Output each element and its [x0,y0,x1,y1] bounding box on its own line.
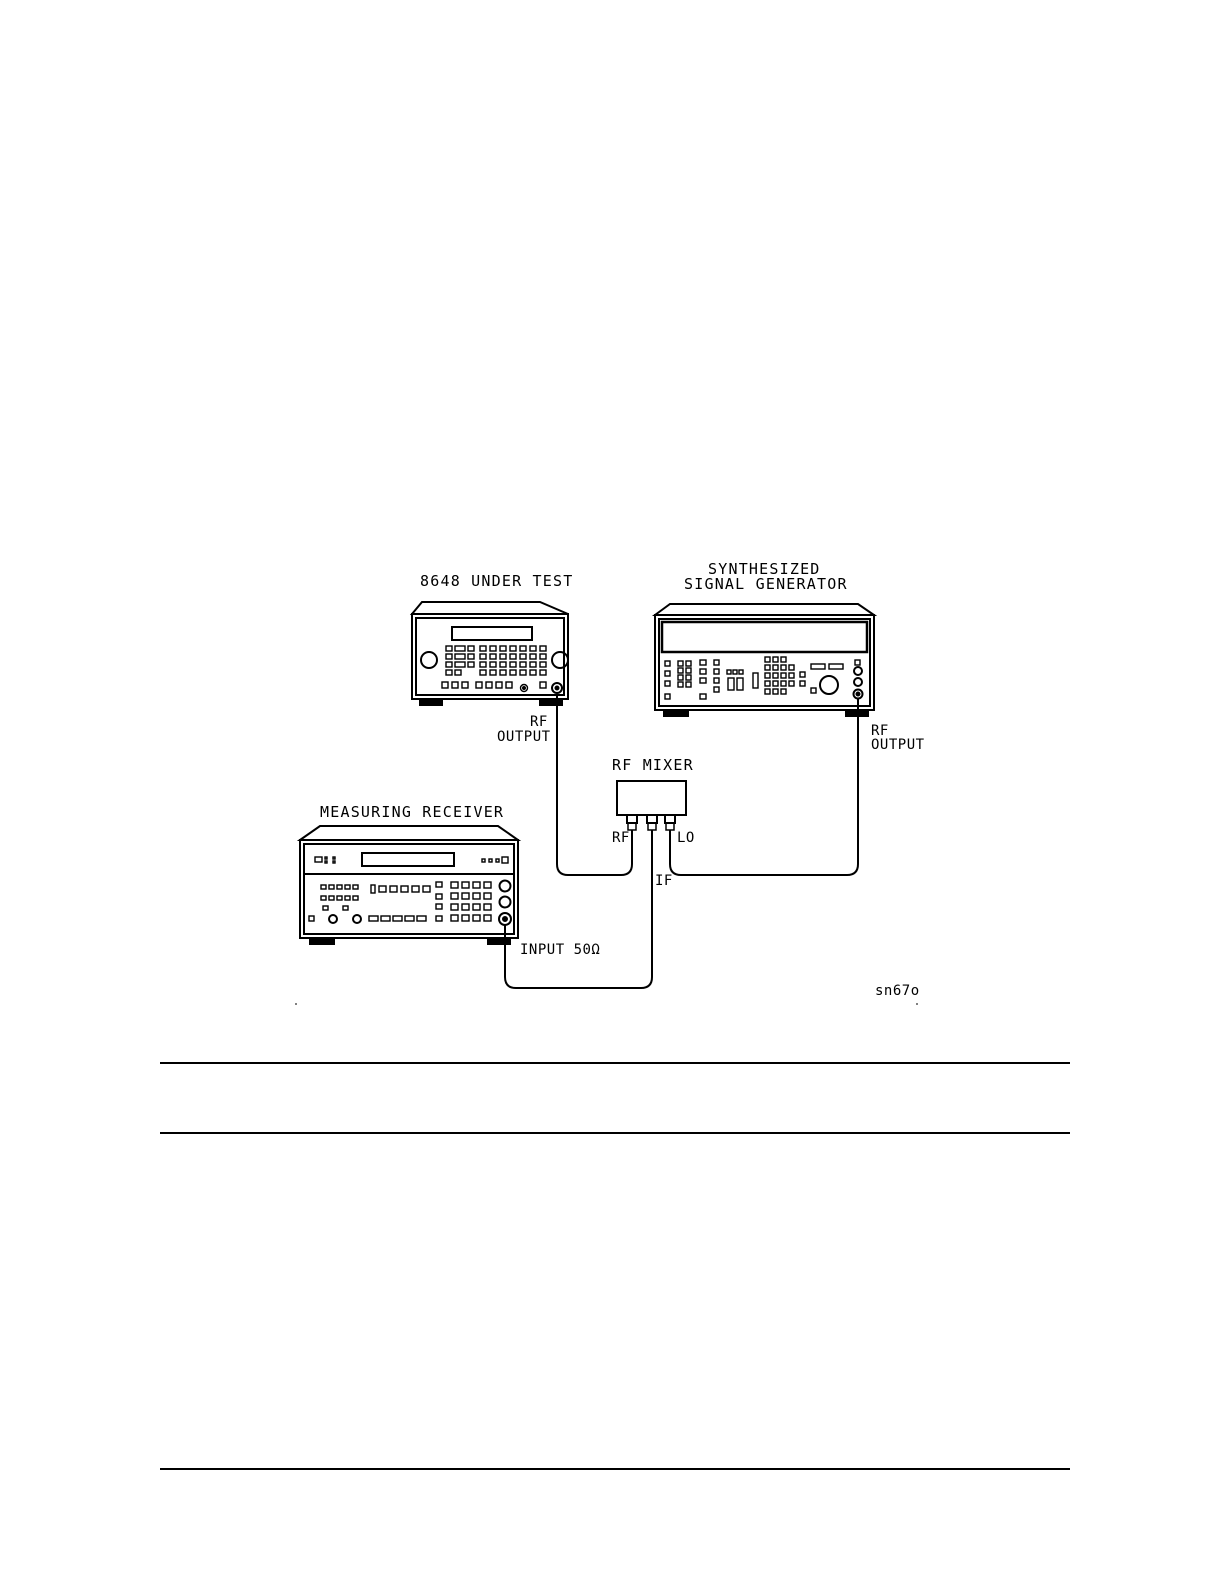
mixer-title: RF MIXER [612,756,694,774]
dut-instrument [412,602,568,705]
mixer-port-rf: RF [612,830,630,846]
top-rule-2 [160,1132,1070,1134]
receiver-port-label: INPUT 50Ω [520,942,600,958]
dut-title: 8648 UNDER TEST [420,572,573,590]
figure-id: sn67o [875,983,920,999]
dut-port-label-line1: RF [530,714,548,730]
signal-generator-instrument [655,604,874,716]
footer-rule [160,1468,1070,1470]
rf-mixer [617,781,686,830]
measuring-receiver-instrument [300,826,518,944]
receiver-title: MEASURING RECEIVER [320,803,504,821]
mixer-port-lo: LO [677,830,695,846]
top-rule-1 [160,1062,1070,1064]
siggen-port-label-line2: OUTPUT [871,737,925,753]
cable-siggen-to-mixer-lo [670,699,858,875]
dut-port-label-line2: OUTPUT [497,729,551,745]
siggen-title-line2: SIGNAL GENERATOR [684,575,848,593]
mixer-port-if: IF [655,873,673,889]
cable-mixer-if-to-receiver [505,830,652,988]
